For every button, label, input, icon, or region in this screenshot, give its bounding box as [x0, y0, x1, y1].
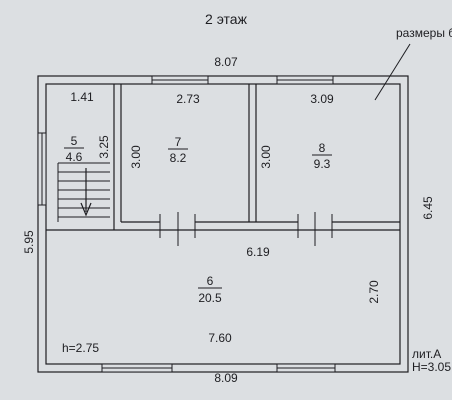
window-top-left [151, 75, 209, 85]
room-area: 20.5 [198, 291, 222, 305]
outer-dim-bottom: 8.09 [214, 371, 238, 385]
outer-dim-left: 5.95 [22, 230, 36, 254]
doors [159, 212, 333, 246]
window-bottom-right [276, 363, 336, 373]
room-number: 8 [319, 141, 326, 155]
room-area: 8.2 [170, 151, 187, 165]
room-number: 7 [175, 135, 182, 149]
room-number: 5 [71, 134, 78, 148]
building-height: H=3.05 [412, 360, 451, 374]
room-8-width-dim: 3.09 [310, 92, 334, 106]
staircase [57, 162, 110, 222]
room-number: 6 [207, 274, 214, 288]
stair-width-dim: 1.41 [70, 90, 94, 104]
window-bottom-left [101, 363, 173, 373]
outer-dim-top: 8.07 [214, 55, 238, 69]
room-7-width-dim: 2.73 [176, 92, 200, 106]
door-room-7 [159, 212, 196, 246]
room-label-5: 5 4.6 [64, 134, 84, 164]
room-8-depth-dim: 3.00 [259, 145, 273, 169]
room-6-depth-dim: 2.70 [367, 280, 381, 304]
door-room-8 [297, 212, 333, 246]
building-letter: лит.А [412, 347, 441, 361]
room-label-8: 8 9.3 [312, 141, 332, 171]
outer-walls [37, 75, 409, 373]
room-7-depth-dim: 3.00 [129, 145, 143, 169]
outer-dim-right: 6.45 [421, 196, 435, 220]
room-6-width-dim: 7.60 [208, 331, 232, 345]
windows [37, 75, 336, 373]
room-area: 4.6 [66, 150, 83, 164]
window-left [37, 132, 47, 206]
room-label-6: 6 20.5 [198, 274, 222, 305]
window-top-right [276, 75, 334, 85]
stair-length-dim: 3.25 [97, 135, 111, 159]
ceiling-height: h=2.75 [62, 341, 99, 355]
corridor-length-dim: 6.19 [246, 245, 270, 259]
room-label-7: 7 8.2 [168, 135, 188, 165]
room-area: 9.3 [314, 157, 331, 171]
floor-title: 2 этаж [205, 11, 248, 27]
note-label: размеры б [396, 26, 452, 40]
note-leader-line [374, 43, 411, 101]
